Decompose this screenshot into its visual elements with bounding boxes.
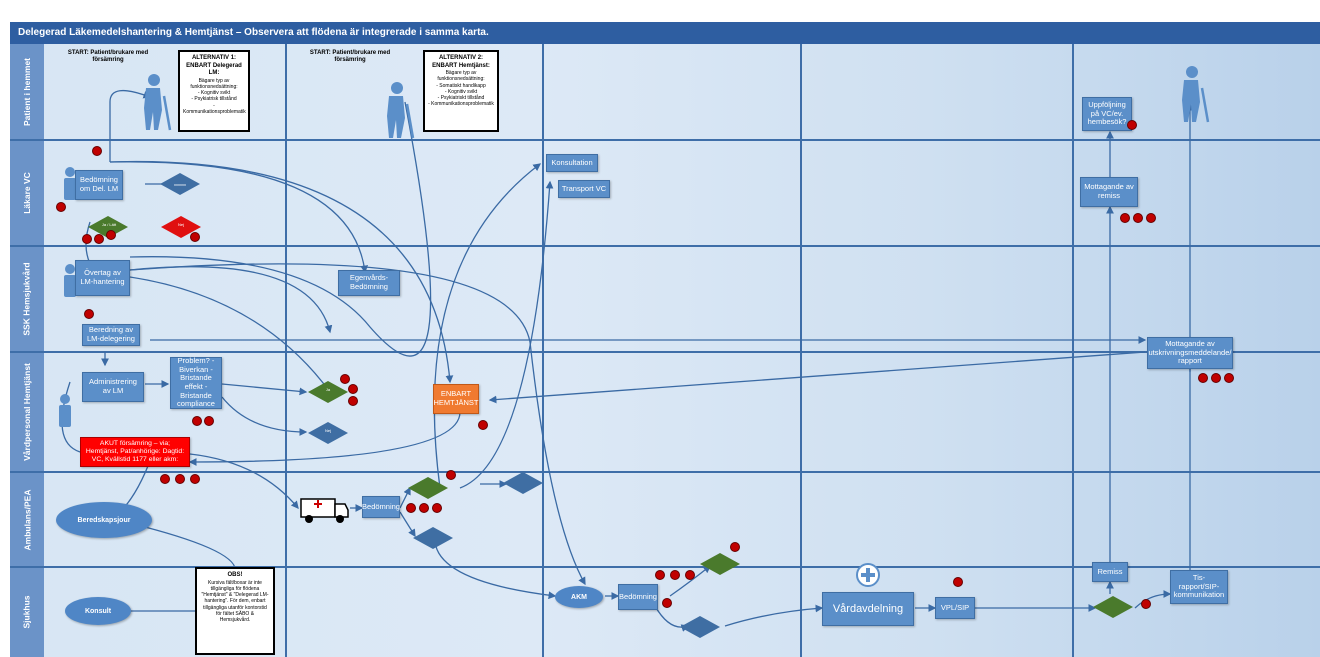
elderly-person-icon [144, 74, 172, 131]
box-mottagande-remiss[interactable]: Mottagande av remiss [1080, 177, 1138, 207]
marker-dot [340, 374, 350, 384]
marker-dot [192, 416, 202, 426]
marker-dot [106, 230, 116, 240]
box-egenvard[interactable]: Egenvårds-Bedömning [338, 270, 400, 296]
flow-connectors [61, 90, 1194, 632]
marker-dot [655, 570, 665, 580]
marker-dot [1146, 213, 1156, 223]
marker-dot [160, 474, 170, 484]
lane-divider [10, 139, 1320, 141]
lane-label-column [10, 44, 44, 657]
marker-dot [1127, 120, 1137, 130]
box-transport-vc[interactable]: Transport VC [558, 180, 610, 198]
marker-dot [84, 309, 94, 319]
marker-dot [1198, 373, 1208, 383]
marker-dot [419, 503, 429, 513]
lane-divider [10, 566, 1320, 568]
start-label-2: START: Patient/brukare med försämring [309, 50, 391, 64]
elderly-person-icon [1182, 66, 1210, 123]
marker-dot [1120, 213, 1130, 223]
decision-diamond[interactable] [1093, 596, 1133, 618]
marker-dot [92, 146, 102, 156]
start-label-1: START: Patient/brukare med försämring [67, 50, 149, 64]
box-problem[interactable]: Problem? - Biverkan - Bristande effekt -… [170, 356, 222, 409]
column-divider [542, 44, 544, 657]
marker-dot [1133, 213, 1143, 223]
person-icon [59, 394, 71, 427]
marker-dot [1211, 373, 1221, 383]
box-bedomning-ambulans[interactable]: Bedömning [362, 496, 400, 518]
marker-dot [478, 420, 488, 430]
lane-divider [10, 245, 1320, 247]
marker-dot [670, 570, 680, 580]
decision-diamond[interactable] [503, 472, 543, 494]
column-divider [800, 44, 802, 657]
alternativ-2-note: ALTERNATIV 2: ENBART Hemtjänst: Bägare t… [423, 50, 499, 132]
diamond-label-nej-2: Nej [324, 428, 331, 433]
decision-diamond[interactable] [408, 477, 448, 499]
box-bedomning-del-lm[interactable]: Bedömning om Del. LM [75, 170, 123, 200]
marker-dot [730, 542, 740, 552]
hospital-plus-icon [856, 563, 880, 587]
lane-divider [10, 471, 1320, 473]
marker-dot [348, 396, 358, 406]
marker-dot [953, 577, 963, 587]
box-akut-forsamring[interactable]: AKUT försämring – via; Hemtjänst, Pat/an… [80, 437, 190, 467]
diagram-canvas: Delegerad Läkemedelshantering & Hemtjäns… [10, 22, 1320, 657]
person-icon [64, 264, 76, 297]
person-icon [64, 167, 76, 200]
marker-dot [406, 503, 416, 513]
ambulance-icon [300, 498, 349, 523]
ellipse-beredskapsjour[interactable]: Beredskapsjour [56, 502, 152, 538]
decision-diamond[interactable]: xxxxxx [160, 173, 200, 195]
decision-diamond[interactable] [413, 527, 453, 549]
box-administrering-lm[interactable]: Administrering av LM [82, 372, 144, 402]
lane-divider [10, 351, 1320, 353]
marker-dot [446, 470, 456, 480]
box-beredning-lm[interactable]: Beredning av LM-delegering [82, 324, 140, 346]
decision-diamond-nej-2[interactable] [308, 422, 348, 444]
marker-dot [56, 202, 66, 212]
box-vardavdelning[interactable]: Vårdavdelning [822, 592, 914, 626]
box-remiss[interactable]: Remiss [1092, 562, 1128, 582]
box-tis-rapport[interactable]: Tis-rapport/SIP-kommunikation [1170, 570, 1228, 604]
marker-dot [94, 234, 104, 244]
box-vpl-sip[interactable]: VPL/SIP [935, 597, 975, 619]
marker-dot [190, 232, 200, 242]
marker-dot [82, 234, 92, 244]
box-uppfoljning[interactable]: Uppföljning på VC/ev. hembesök? [1082, 97, 1132, 131]
box-konsultation[interactable]: Konsultation [546, 154, 598, 172]
column-divider [285, 44, 287, 657]
box-enbart-hemtjanst[interactable]: ENBART HEMTJÄNST [433, 384, 479, 414]
ellipse-konsult[interactable]: Konsult [65, 597, 131, 625]
marker-dot [175, 474, 185, 484]
elderly-person-icon [387, 82, 415, 139]
diamond-label-nej: Nej [177, 222, 184, 227]
marker-dot [685, 570, 695, 580]
obs-note: OBS! Kursiva fält/boxar är inte tillgäng… [195, 567, 275, 655]
decision-diamond[interactable] [700, 553, 740, 575]
diamond-label-ja-2: Ja [325, 387, 331, 392]
column-divider [1072, 44, 1074, 657]
marker-dot [662, 598, 672, 608]
svg-text:xxxxxx: xxxxxx [174, 182, 186, 187]
marker-dot [204, 416, 214, 426]
marker-dot [1224, 373, 1234, 383]
marker-dot [190, 474, 200, 484]
box-overtag-lm[interactable]: Övertag av LM-hantering [75, 260, 130, 296]
decision-diamond-ja-2[interactable] [308, 381, 348, 403]
marker-dot [348, 384, 358, 394]
alternativ-1-note: ALTERNATIV 1: ENBART Delegerad LM: Bägar… [178, 50, 250, 132]
diagram-title: Delegerad Läkemedelshantering & Hemtjäns… [10, 22, 1320, 44]
marker-dot [1141, 599, 1151, 609]
decision-diamond[interactable] [680, 616, 720, 638]
diamond-label-ja: Ja / Lätt [101, 222, 117, 227]
ellipse-akm[interactable]: AKM [555, 586, 603, 608]
box-mottagande-rapport[interactable]: Mottagande av utskrivningsmeddelande/ ra… [1147, 337, 1233, 369]
marker-dot [432, 503, 442, 513]
box-bedomning-sjukhus[interactable]: Bedömning [618, 584, 658, 610]
decision-diamond-ja[interactable] [88, 216, 128, 238]
